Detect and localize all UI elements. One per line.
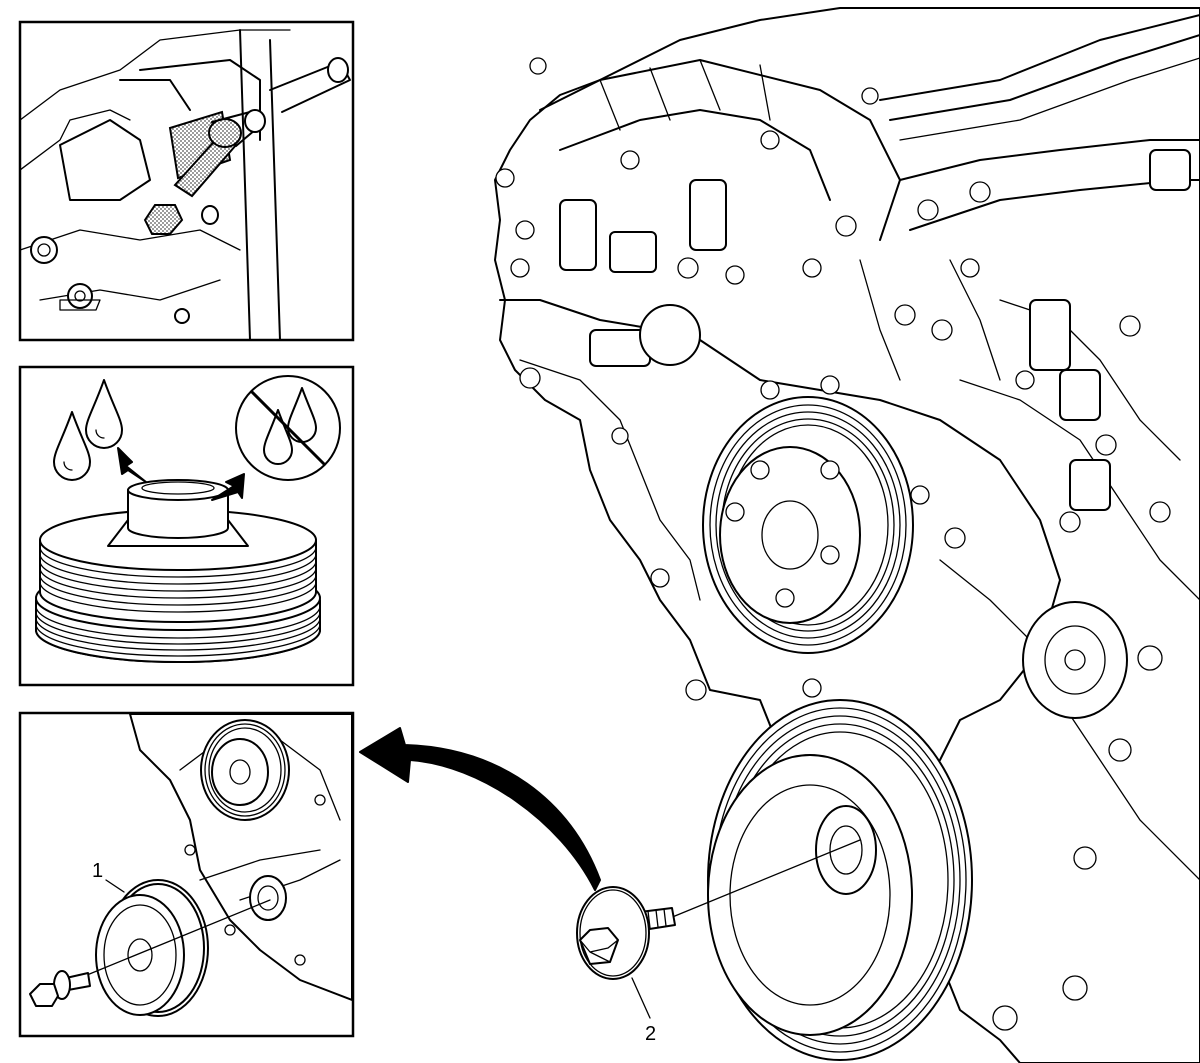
balancer-side-view bbox=[35, 479, 321, 663]
crankshaft-balancer bbox=[707, 699, 973, 1061]
overview-detail-panel bbox=[18, 711, 355, 1038]
left-pointer-arrow bbox=[117, 447, 147, 483]
direction-arrow-icon bbox=[359, 727, 601, 891]
engine-bolts bbox=[495, 57, 1171, 1031]
right-pointer-arrow bbox=[211, 473, 245, 501]
tool-detail-panel bbox=[18, 20, 355, 342]
sensor-connectors bbox=[559, 149, 1191, 511]
callout-1-leader bbox=[105, 879, 125, 893]
engine-illustration bbox=[359, 7, 1200, 1063]
callout-2-label: 2 bbox=[645, 1023, 656, 1045]
no-oil-prohibition-icon bbox=[235, 375, 341, 481]
idler-pulley bbox=[1022, 601, 1128, 719]
callout-1-label: 1 bbox=[92, 860, 103, 882]
water-pump-pulley bbox=[702, 396, 930, 654]
callout-2-leader bbox=[631, 977, 651, 1019]
bolt-alignment-line bbox=[669, 839, 861, 919]
oil-drop-icon bbox=[53, 379, 123, 481]
lubrication-detail-panel bbox=[18, 365, 355, 687]
crankshaft-bolt bbox=[576, 886, 676, 980]
